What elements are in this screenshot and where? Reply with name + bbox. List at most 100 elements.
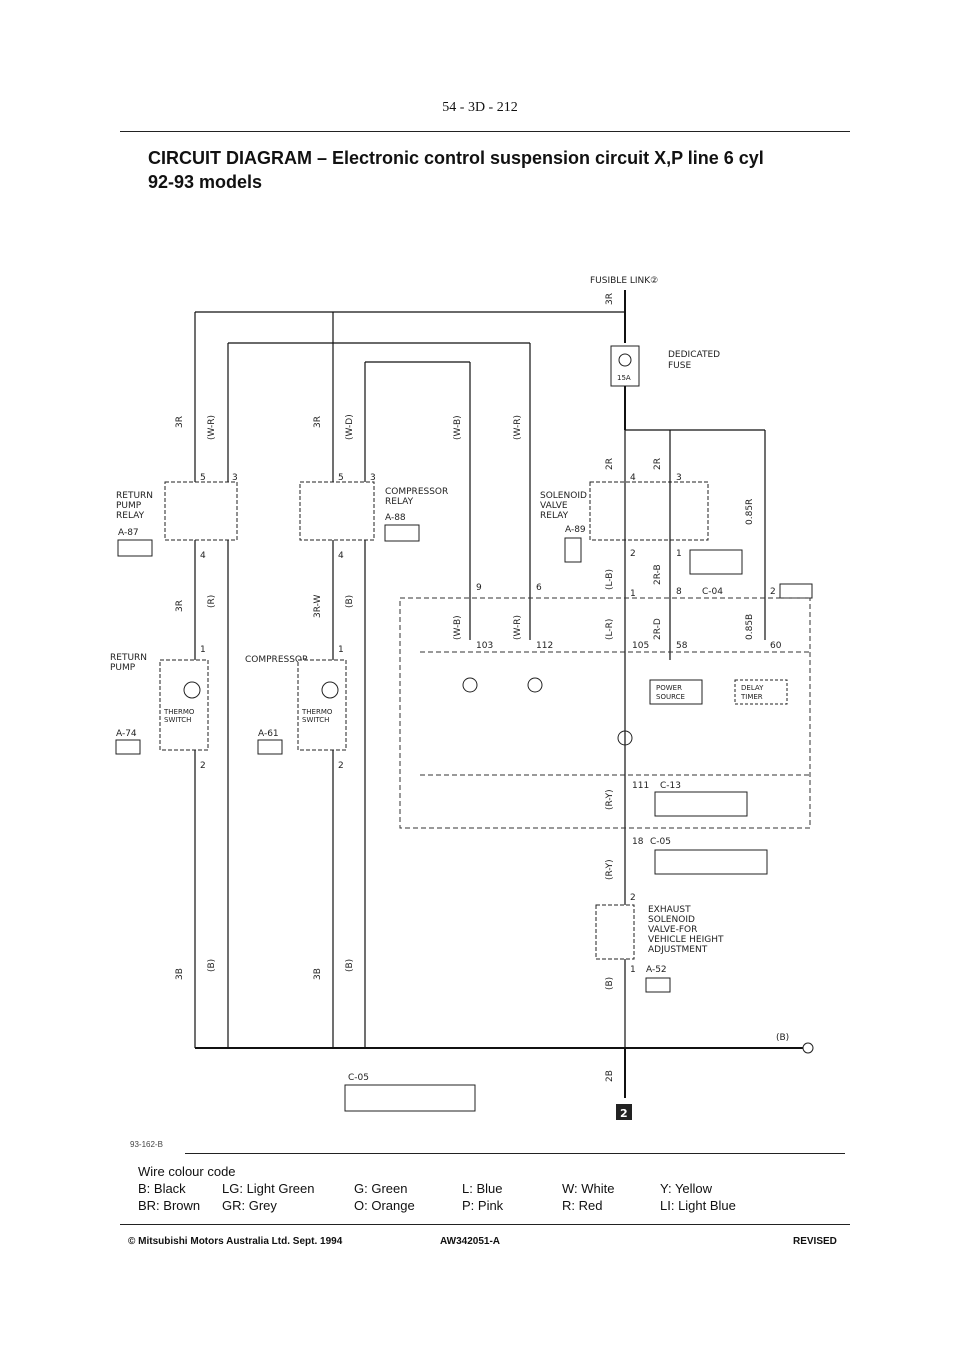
wire-2rb: 2R-B xyxy=(653,564,663,585)
wire-3b-comp: 3B xyxy=(313,968,323,980)
cp-term-2: 2 xyxy=(338,761,344,771)
c05-b-connector-icon xyxy=(654,849,768,875)
rp-term-2: 2 xyxy=(200,761,206,771)
legend-item: L: Blue xyxy=(462,1181,503,1196)
compressor-conn: A-61 xyxy=(258,729,279,739)
wire-2b: 2B xyxy=(605,1070,615,1082)
return-pump-relay-label-1: RETURN xyxy=(116,491,153,501)
wire-r-rp: (R) xyxy=(207,595,217,608)
term-105: 105 xyxy=(632,641,649,651)
footer-code: AW342051-A xyxy=(440,1236,501,1247)
sv-term-2: 2 xyxy=(630,549,636,559)
wire-wd-comp: (W-D) xyxy=(345,414,355,440)
term-111: 111 xyxy=(632,781,649,791)
transistor-1-icon xyxy=(462,677,478,693)
legend-rule xyxy=(185,1153,845,1154)
fusible-link-label: FUSIBLE LINK② xyxy=(590,276,658,286)
wire-b-comp2: (B) xyxy=(345,959,355,972)
wire-2r-a: 2R xyxy=(605,458,615,470)
ground-wire-b: (B) xyxy=(776,1033,789,1043)
exhaust-connector-icon xyxy=(645,977,671,993)
c05-c-connector-icon xyxy=(344,1084,476,1112)
page-title: CIRCUIT DIAGRAM – Electronic control sus… xyxy=(148,146,764,194)
wire-wb-mid: (W-B) xyxy=(453,615,463,640)
wire-lb-sv: (L-B) xyxy=(605,569,615,590)
delay-timer-label-1: DELAY xyxy=(741,684,764,692)
compressor-relay-conn: A-88 xyxy=(385,513,406,523)
cp-thermo-1: THERMO xyxy=(301,708,333,716)
cp-term-3: 3 xyxy=(370,473,376,483)
legend-item: LI: Light Blue xyxy=(660,1198,736,1213)
sv-term-1b: 1 xyxy=(630,589,636,599)
dedicated-fuse-label-1: DEDICATED xyxy=(668,350,720,360)
compressor-box xyxy=(297,659,347,751)
exhaust-label-5: ADJUSTMENT xyxy=(648,945,708,955)
sv-relay-label-3: RELAY xyxy=(540,511,569,521)
power-source-label-1: POWER xyxy=(656,684,682,692)
legend-item: BR: Brown xyxy=(138,1198,201,1213)
compressor-relay-box xyxy=(299,481,375,541)
legend-item: O: Orange xyxy=(354,1198,415,1213)
exhaust-label-4: VEHICLE HEIGHT xyxy=(648,935,724,945)
sv-relay-connector-icon xyxy=(564,537,582,563)
ground-point-number: 2 xyxy=(620,1107,628,1120)
wire-3r-rp: 3R xyxy=(175,416,185,428)
sv-term-4: 4 xyxy=(630,473,636,483)
legend-title: Wire colour code xyxy=(138,1164,236,1179)
legend-item: P: Pink xyxy=(462,1198,504,1213)
term-60: 60 xyxy=(770,641,782,651)
cp-term-4: 4 xyxy=(338,551,344,561)
sv-term-1: 1 xyxy=(676,549,682,559)
cp-term-1: 1 xyxy=(338,645,344,655)
exhaust-label-1: EXHAUST xyxy=(648,905,691,915)
delay-timer-box xyxy=(734,679,788,705)
rp-term-4: 4 xyxy=(200,551,206,561)
wire-wr-rp: (W-R) xyxy=(207,415,217,440)
term-112: 112 xyxy=(536,641,553,651)
wire-2r-b: 2R xyxy=(653,458,663,470)
footer-rule xyxy=(120,1224,850,1225)
sv-relay-label-1: SOLENOID xyxy=(540,491,587,501)
title-line-2: 92-93 models xyxy=(148,172,263,192)
return-pump-relay-conn: A-87 xyxy=(118,528,139,538)
legend-item: LG: Light Green xyxy=(222,1181,315,1196)
return-pump-label-1: RETURN xyxy=(110,653,147,663)
conn-c05-c: C-05 xyxy=(348,1073,369,1083)
ecu-outline xyxy=(399,597,811,829)
term-6: 6 xyxy=(536,583,542,593)
return-pump-relay-connector-icon xyxy=(117,539,153,557)
term-2-c05: 2 xyxy=(770,587,776,597)
return-pump-conn: A-74 xyxy=(116,729,137,739)
return-pump-label-2: PUMP xyxy=(110,663,136,673)
compressor-connector-icon xyxy=(257,739,283,755)
term-8: 8 xyxy=(676,587,682,597)
wire-2rd: 2R-D xyxy=(653,618,663,640)
c05-connector-icon xyxy=(779,583,813,599)
exhaust-solenoid-box xyxy=(595,904,635,960)
conn-c05-b: C-05 xyxy=(650,837,671,847)
wire-ry-1: (R-Y) xyxy=(605,789,615,810)
dedicated-fuse-label-2: FUSE xyxy=(668,361,691,371)
rp-term-1: 1 xyxy=(200,645,206,655)
exhaust-conn: A-52 xyxy=(646,965,667,975)
footer-copyright: © Mitsubishi Motors Australia Ltd. Sept.… xyxy=(128,1236,343,1247)
wire-3b-rp: 3B xyxy=(175,968,185,980)
wire-085b: 0.85B xyxy=(745,614,755,640)
ground-terminal-icon xyxy=(802,1042,814,1054)
wire-lr: (L-R) xyxy=(605,619,615,640)
wire-085r: 0.85R xyxy=(745,499,755,525)
legend-item: R: Red xyxy=(562,1198,603,1213)
wire-ry-2: (R-Y) xyxy=(605,859,615,880)
conn-c04: C-04 xyxy=(702,587,723,597)
return-pump-motor-icon xyxy=(183,681,201,699)
fuse-amp: 15A xyxy=(617,374,631,382)
wire-wb-top: (W-B) xyxy=(453,415,463,440)
exhaust-label-2: SOLENOID xyxy=(648,915,695,925)
return-pump-connector-icon xyxy=(115,739,141,755)
wire-b-ex: (B) xyxy=(605,977,615,990)
compressor-relay-connector-icon xyxy=(384,524,420,542)
conn-c13: C-13 xyxy=(660,781,681,791)
title-line-1: CIRCUIT DIAGRAM – Electronic control sus… xyxy=(148,148,764,168)
cp-term-5: 5 xyxy=(338,473,344,483)
